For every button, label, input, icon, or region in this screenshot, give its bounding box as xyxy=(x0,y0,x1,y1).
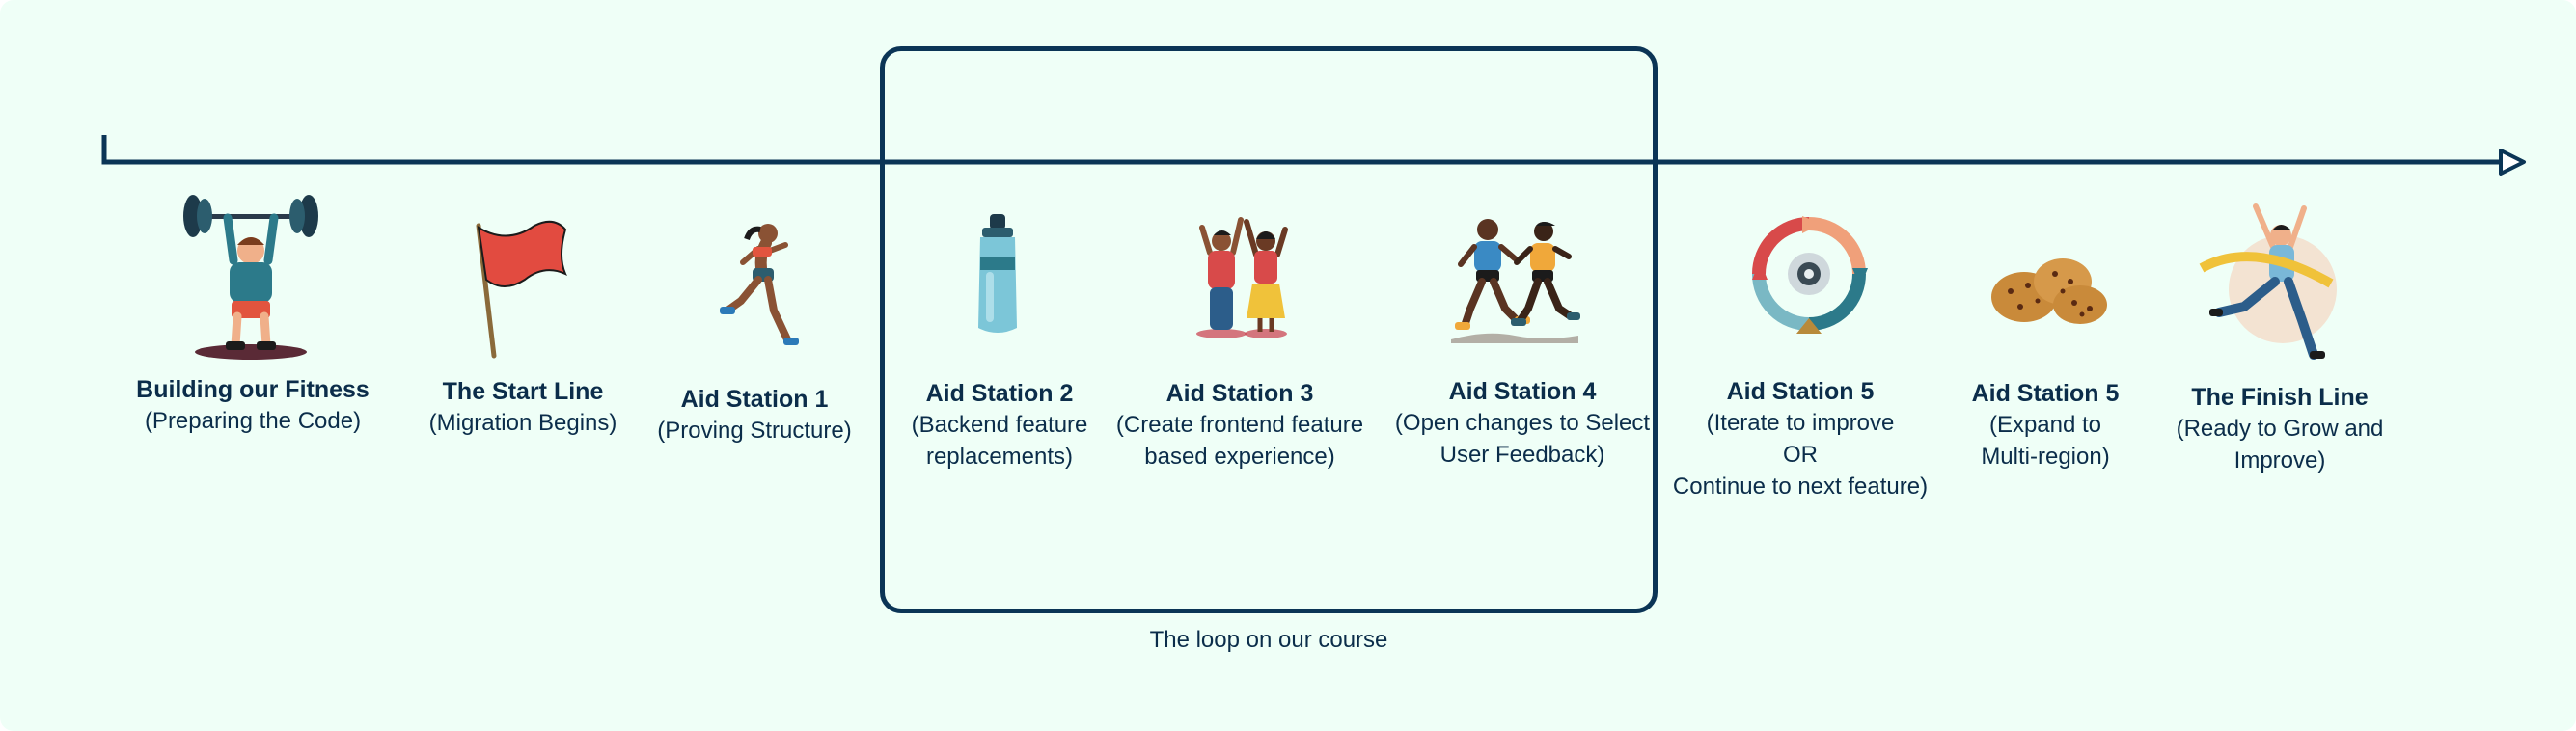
stage-title: Aid Station 2 xyxy=(925,380,1074,407)
stage-description: (Create frontend feature xyxy=(1115,412,1364,438)
stage-description: replacements) xyxy=(925,444,1074,470)
stage-description: Continue to next feature) xyxy=(1672,474,1929,500)
stage-description: (Iterate to improve xyxy=(1706,410,1895,436)
water-bottle-icon xyxy=(978,214,1017,333)
stage-aid-station-4: Aid Station 4 (Open changes to Select Us… xyxy=(1378,376,1667,471)
weightlifter-icon xyxy=(183,195,318,360)
stage-aid-station-5-iterate: Aid Station 5 (Iterate to improve OR Con… xyxy=(1656,376,1945,502)
stage-description: (Open changes to Select xyxy=(1394,410,1651,436)
stage-title: Aid Station 1 xyxy=(680,386,829,413)
stage-aid-station-1: Aid Station 1 (Proving Structure) xyxy=(610,384,899,447)
red-flag-icon xyxy=(476,220,567,359)
stage-description: (Preparing the Code) xyxy=(144,408,362,434)
stage-title: Aid Station 5 xyxy=(1726,378,1875,405)
stage-description: (Proving Structure) xyxy=(657,418,852,444)
stage-building-fitness: Building our Fitness (Preparing the Code… xyxy=(108,374,397,437)
stage-description: Improve) xyxy=(2233,447,2326,474)
stage-title: Building our Fitness xyxy=(136,376,370,403)
stage-aid-station-2: Aid Station 2 (Backend feature replaceme… xyxy=(855,378,1144,473)
stage-title: Aid Station 3 xyxy=(1165,380,1314,407)
runner-icon xyxy=(720,224,799,345)
stage-description: OR xyxy=(1783,442,1818,468)
runners-pair-icon xyxy=(1451,219,1580,343)
finish-line-runner-icon xyxy=(2199,203,2337,360)
stage-description: User Feedback) xyxy=(1439,442,1605,468)
loop-caption: The loop on our course xyxy=(1149,627,1388,653)
stage-start-line: The Start Line (Migration Begins) xyxy=(378,376,668,439)
stage-aid-station-5-expand: Aid Station 5 (Expand to Multi-region) xyxy=(1901,378,2190,473)
stage-title: The Start Line xyxy=(442,378,604,405)
stage-title: Aid Station 5 xyxy=(1971,380,2120,407)
stage-description: (Ready to Grow and xyxy=(2176,416,2384,442)
stage-description: (Migration Begins) xyxy=(428,410,617,436)
stage-description: (Expand to xyxy=(1988,412,2102,438)
stage-description: (Backend feature xyxy=(911,412,1088,438)
stage-description: based experience) xyxy=(1144,444,1335,470)
stage-title: The Finish Line xyxy=(2191,384,2369,411)
stage-title: Aid Station 4 xyxy=(1448,378,1597,405)
cheering-people-icon xyxy=(1196,217,1288,338)
stage-aid-station-3: Aid Station 3 (Create frontend feature b… xyxy=(1095,378,1384,473)
cycle-arrows-icon xyxy=(1752,216,1868,334)
cookies-icon xyxy=(1991,258,2107,324)
loop-box xyxy=(880,46,1658,613)
stage-description: Multi-region) xyxy=(1981,444,2110,470)
stage-finish-line: The Finish Line (Ready to Grow and Impro… xyxy=(2135,382,2425,476)
